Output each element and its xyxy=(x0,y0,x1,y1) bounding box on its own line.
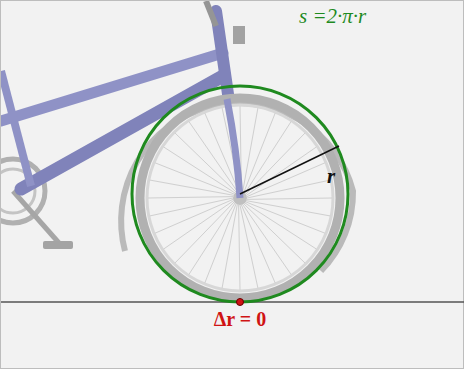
spoke xyxy=(241,205,275,283)
spoke xyxy=(247,198,332,199)
spoke xyxy=(245,203,317,249)
crank-arm xyxy=(13,191,59,243)
spoke xyxy=(247,163,325,197)
spoke xyxy=(150,198,233,216)
spoke xyxy=(243,108,258,192)
spoke xyxy=(150,180,234,195)
bicycle-photo xyxy=(1,1,353,298)
spoke xyxy=(175,133,236,192)
spoke xyxy=(244,204,305,263)
spoke xyxy=(155,199,233,233)
spoke xyxy=(239,205,240,290)
contact-point xyxy=(237,299,244,306)
spoke xyxy=(245,122,291,194)
spoke xyxy=(246,201,330,216)
spoke xyxy=(247,180,330,198)
spoke xyxy=(189,203,235,275)
fork xyxy=(227,99,240,198)
radius-line xyxy=(240,146,339,194)
seat-tube xyxy=(1,71,31,186)
circumference-formula: s =2·π·r xyxy=(299,5,366,28)
spoke xyxy=(240,205,258,288)
spoke xyxy=(175,202,234,263)
spoke xyxy=(246,133,305,194)
down-tube xyxy=(21,76,223,189)
radius-change-label: Δr = 0 xyxy=(214,308,266,330)
lamp xyxy=(233,26,245,44)
spoke xyxy=(148,197,233,198)
stem xyxy=(206,1,216,26)
pedal xyxy=(43,241,73,249)
spoke xyxy=(222,204,237,288)
circumference-circle xyxy=(132,86,348,302)
radius-label: r xyxy=(327,165,335,188)
spoke xyxy=(164,147,236,193)
tyre xyxy=(140,98,340,298)
